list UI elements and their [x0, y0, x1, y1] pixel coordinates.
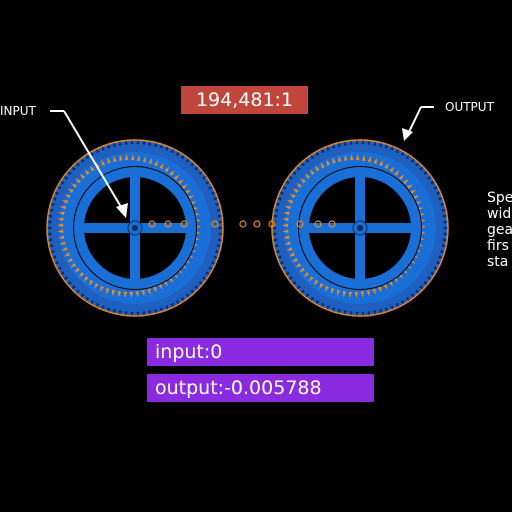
- output-arrow: [402, 106, 434, 141]
- output-readout-value: -0.005788: [224, 377, 322, 399]
- input-arrow: [50, 110, 128, 218]
- input-readout-value: 0: [210, 341, 223, 363]
- description-line: gea: [487, 222, 512, 238]
- input-gear[interactable]: [46, 139, 224, 317]
- input-label: INPUT: [0, 104, 36, 118]
- description-line: sta: [487, 254, 509, 270]
- input-readout: input:0: [147, 338, 374, 366]
- gear-ratio-badge: 194,481:1: [181, 86, 308, 114]
- output-readout: output:-0.005788: [147, 374, 374, 402]
- description-text: Spe wid gea firs sta: [487, 190, 512, 270]
- output-readout-label: output:: [155, 377, 225, 399]
- input-readout-label: input:: [155, 341, 211, 363]
- idler-gear-train: [148, 220, 336, 228]
- description-line: firs: [487, 238, 509, 254]
- description-line: Spe: [487, 190, 512, 206]
- output-label: OUTPUT: [445, 100, 494, 114]
- output-gear[interactable]: [271, 139, 449, 317]
- description-line: wid: [487, 206, 512, 222]
